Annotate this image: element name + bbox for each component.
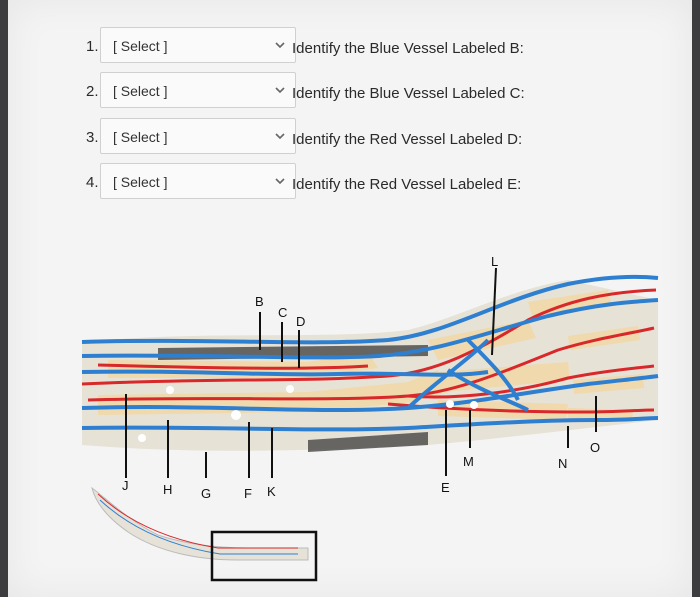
forearm-vessel-diagram: B C D L J H G F K E M N O <box>81 254 659 582</box>
question-row-4: 4. [ Select ] Identify the Red Vessel La… <box>8 163 692 203</box>
question-prompt: Identify the Blue Vessel Labeled C: <box>292 85 525 102</box>
question-row-3: 3. [ Select ] Identify the Red Vessel La… <box>8 118 692 158</box>
veins <box>81 274 659 432</box>
chevron-down-icon <box>275 178 285 185</box>
thumbnail-focus-box <box>210 530 318 582</box>
question-prompt: Identify the Red Vessel Labeled D: <box>292 131 523 148</box>
question-number: 1. <box>86 38 99 55</box>
radius-bone <box>98 370 448 415</box>
answer-dropdown-4[interactable]: [ Select ] <box>100 163 296 199</box>
answer-dropdown-2[interactable]: [ Select ] <box>100 72 296 108</box>
dropdown-value: [ Select ] <box>113 83 168 99</box>
label-g: G <box>201 486 211 501</box>
answer-dropdown-1[interactable]: [ Select ] <box>100 27 296 63</box>
label-n: N <box>558 456 567 471</box>
label-c: C <box>278 305 287 320</box>
answer-dropdown-3[interactable]: [ Select ] <box>100 118 296 154</box>
question-row-1: 1. [ Select ] Identify the Blue Vessel L… <box>8 27 692 67</box>
dropdown-value: [ Select ] <box>113 38 168 54</box>
label-l: L <box>491 254 498 269</box>
tendon-band <box>308 432 428 452</box>
figure-label-group: B C D L J H G F K E M N O <box>122 254 600 501</box>
label-j: J <box>122 478 129 493</box>
chevron-down-icon <box>275 42 285 49</box>
question-row-2: 2. [ Select ] Identify the Blue Vessel L… <box>8 72 692 112</box>
dropdown-value: [ Select ] <box>113 174 168 190</box>
label-o: O <box>590 440 600 455</box>
label-e: E <box>441 480 450 495</box>
chevron-down-icon <box>275 87 285 94</box>
label-h: H <box>163 482 172 497</box>
question-number: 4. <box>86 174 99 191</box>
label-k: K <box>267 484 276 499</box>
label-m: M <box>463 454 474 469</box>
chevron-down-icon <box>275 133 285 140</box>
arteries <box>81 288 657 414</box>
pointer-lines <box>125 267 597 478</box>
question-number: 2. <box>86 83 99 100</box>
label-d: D <box>296 314 305 329</box>
label-f: F <box>244 486 252 501</box>
question-prompt: Identify the Red Vessel Labeled E: <box>292 176 522 193</box>
quiz-sheet: 1. [ Select ] Identify the Blue Vessel L… <box>8 0 692 597</box>
dropdown-value: [ Select ] <box>113 129 168 145</box>
question-prompt: Identify the Blue Vessel Labeled B: <box>292 40 524 57</box>
question-number: 3. <box>86 129 99 146</box>
label-b: B <box>255 294 264 309</box>
pin-markers <box>138 385 478 442</box>
reference-arm-thumbnail <box>91 486 318 582</box>
